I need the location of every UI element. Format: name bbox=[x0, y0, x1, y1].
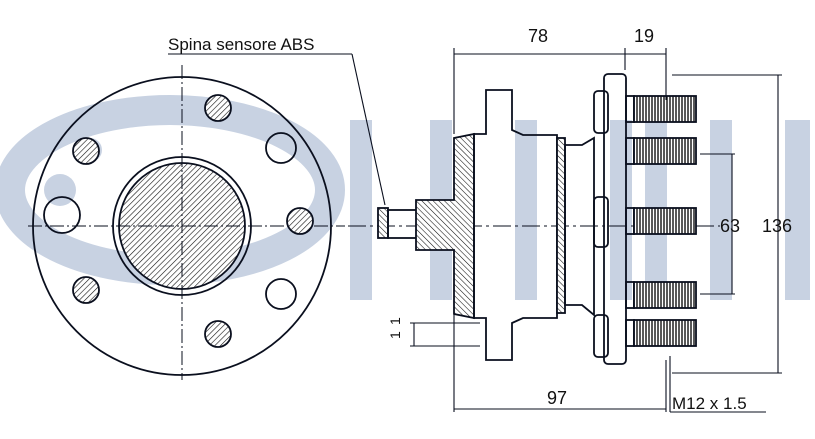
dim-78: 78 bbox=[528, 26, 548, 46]
dim-97: 97 bbox=[547, 388, 567, 408]
front-view bbox=[28, 65, 345, 380]
dim-small-b: 1 bbox=[387, 331, 403, 339]
side-view bbox=[348, 73, 720, 365]
dim-136: 136 bbox=[762, 216, 792, 236]
dim-19: 19 bbox=[634, 26, 654, 46]
dim-63: 63 bbox=[720, 216, 740, 236]
dim-small-a: 1 bbox=[387, 317, 403, 325]
abs-sensor-callout: Spina sensore ABS bbox=[168, 35, 314, 54]
dim-thread: M12 x 1.5 bbox=[672, 394, 747, 413]
dimension-lines bbox=[168, 48, 782, 413]
